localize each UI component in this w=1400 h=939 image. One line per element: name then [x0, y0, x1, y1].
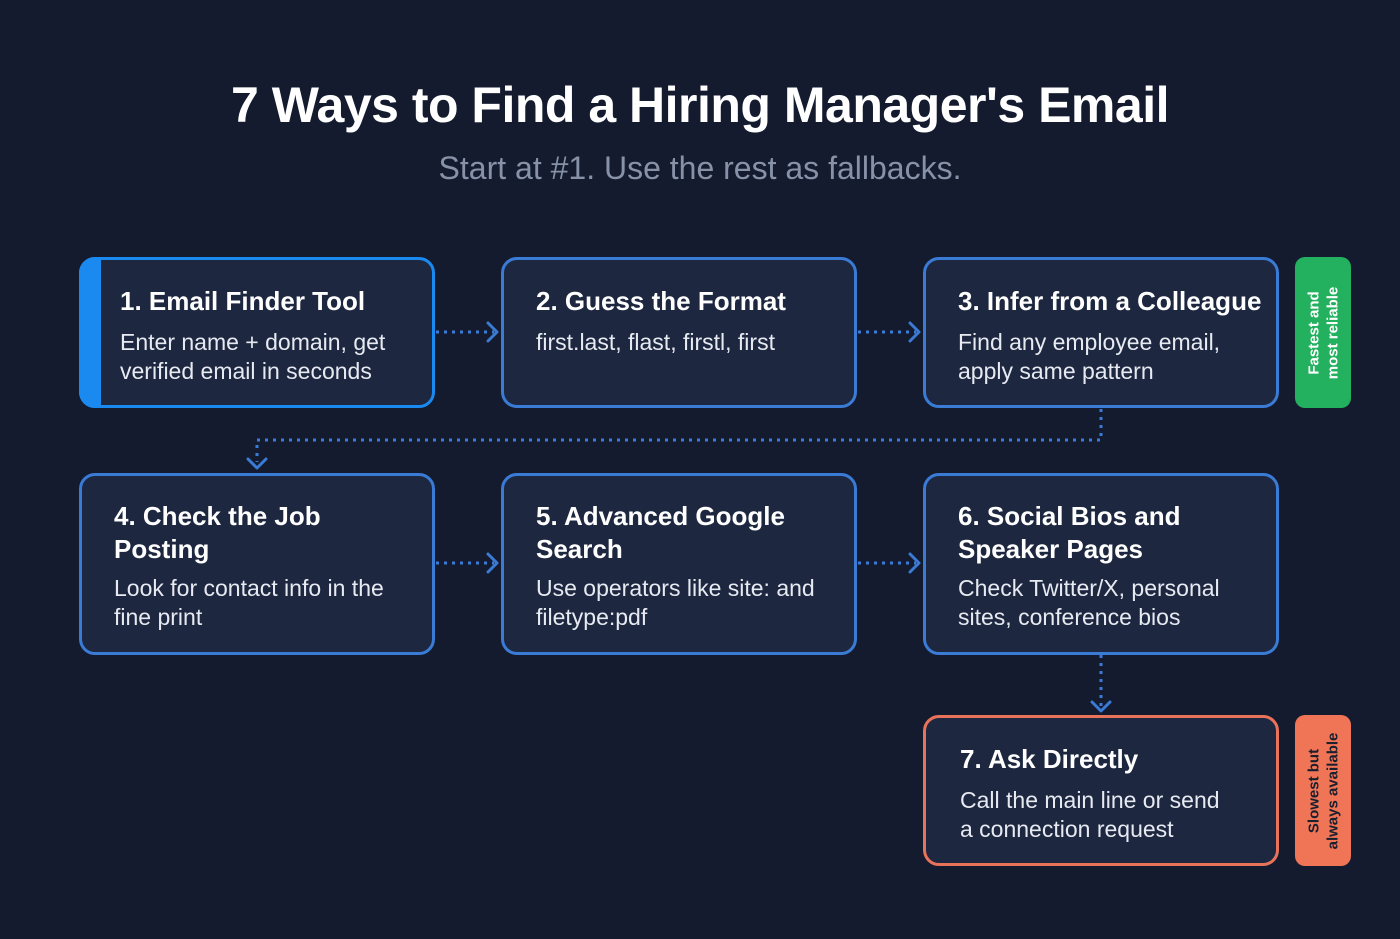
step-title-line: Speaker Pages [958, 534, 1144, 564]
arrowhead-icon [1090, 700, 1112, 713]
step-title: 6. Social Bios and Speaker Pages [958, 500, 1181, 566]
badge-text: Fastest and most reliable [1304, 286, 1342, 379]
step-desc-line: Enter name + domain, get [120, 329, 386, 355]
arrowhead-icon [486, 552, 499, 574]
step-card-2: 2. Guess the Format first.last, flast, f… [501, 257, 857, 408]
arrowhead-icon [908, 321, 921, 343]
step-card-7: 7. Ask Directly Call the main line or se… [923, 715, 1279, 866]
step-title-line: Search [536, 534, 623, 564]
step-desc-line: first.last, flast, firstl, first [536, 329, 775, 355]
step-card-6: 6. Social Bios and Speaker Pages Check T… [923, 473, 1279, 655]
step-desc: Find any employee email, apply same patt… [958, 328, 1220, 386]
step-title-line: Posting [114, 534, 210, 564]
step-title: 7. Ask Directly [960, 744, 1139, 774]
step-desc-line: Call the main line or send [960, 787, 1220, 813]
step-card-4: 4. Check the Job Posting Look for contac… [79, 473, 435, 655]
step-desc: Call the main line or send a connection … [960, 786, 1220, 844]
arrowhead-icon [246, 457, 268, 470]
step-desc-line: fine print [114, 604, 203, 630]
step-title-line: 5. Advanced Google [536, 501, 785, 531]
badge-slowest: Slowest but always available [1295, 715, 1351, 866]
badge-line: Fastest and [1305, 290, 1323, 375]
step-desc-line: sites, conference bios [958, 604, 1181, 630]
step-desc: first.last, flast, firstl, first [536, 328, 775, 357]
step-desc-line: Check Twitter/X, personal [958, 575, 1220, 601]
badge-line: always available [1324, 732, 1341, 849]
badge-text: Slowest but always available [1304, 732, 1342, 849]
step-card-3: 3. Infer from a Colleague Find any emplo… [923, 257, 1279, 408]
step-desc-line: a connection request [960, 816, 1174, 842]
badge-line: most reliable [1324, 286, 1342, 379]
page-subtitle: Start at #1. Use the rest as fallbacks. [438, 150, 962, 186]
step-title: 4. Check the Job Posting [114, 500, 321, 566]
arrowhead-icon [486, 321, 499, 343]
step-card-1: 1. Email Finder Tool Enter name + domain… [79, 257, 435, 408]
step-title-line: 4. Check the Job [114, 501, 321, 531]
step-desc: Enter name + domain, get verified email … [120, 328, 385, 386]
card-accent-bar [79, 257, 101, 408]
arrow-3-to-4 [255, 409, 1103, 462]
page-title: 7 Ways to Find a Hiring Manager's Email [231, 77, 1169, 133]
step-title-line: 6. Social Bios and [958, 501, 1181, 531]
step-desc-line: Use operators like site: and [536, 575, 815, 601]
arrowhead-icon [908, 552, 921, 574]
step-desc-line: Look for contact info in the [114, 575, 384, 601]
step-card-5: 5. Advanced Google Search Use operators … [501, 473, 857, 655]
step-desc: Use operators like site: and filetype:pd… [536, 574, 815, 632]
step-desc: Look for contact info in the fine print [114, 574, 384, 632]
step-title: 3. Infer from a Colleague [958, 286, 1262, 316]
step-desc-line: Find any employee email, [958, 329, 1221, 355]
step-desc-line: verified email in seconds [120, 358, 372, 384]
step-title: 2. Guess the Format [536, 286, 786, 316]
badge-fastest: Fastest and most reliable [1295, 257, 1351, 408]
step-desc-line: apply same pattern [958, 358, 1154, 384]
step-desc-line: filetype:pdf [536, 604, 648, 630]
step-title: 5. Advanced Google Search [536, 500, 785, 566]
badge-line: Slowest but [1305, 748, 1322, 833]
step-title: 1. Email Finder Tool [120, 286, 366, 316]
step-desc: Check Twitter/X, personal sites, confere… [958, 574, 1220, 632]
